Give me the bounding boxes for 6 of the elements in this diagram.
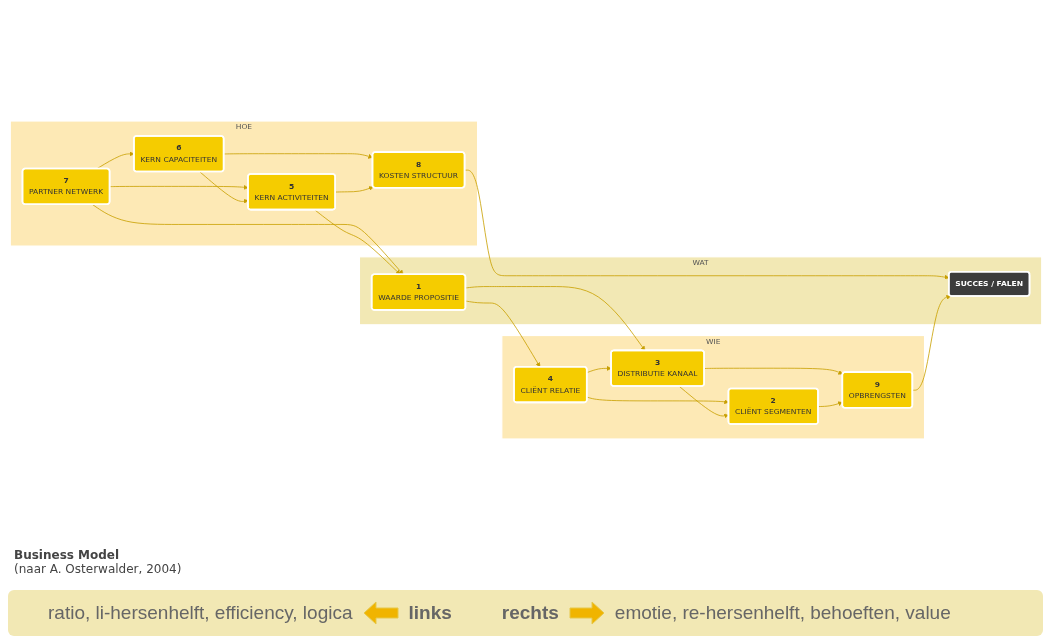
band-text: links bbox=[408, 602, 452, 624]
band-text: emotie, re-hersenhelft, behoeften, value bbox=[614, 602, 951, 624]
note-text: (naar A. Osterwalder, 2004) bbox=[14, 562, 182, 576]
band-text: rechts bbox=[501, 602, 559, 624]
band-text: ratio, li-hersenhelft, efficiency, logica bbox=[48, 602, 353, 624]
note-heading: Business Model bbox=[14, 548, 121, 562]
